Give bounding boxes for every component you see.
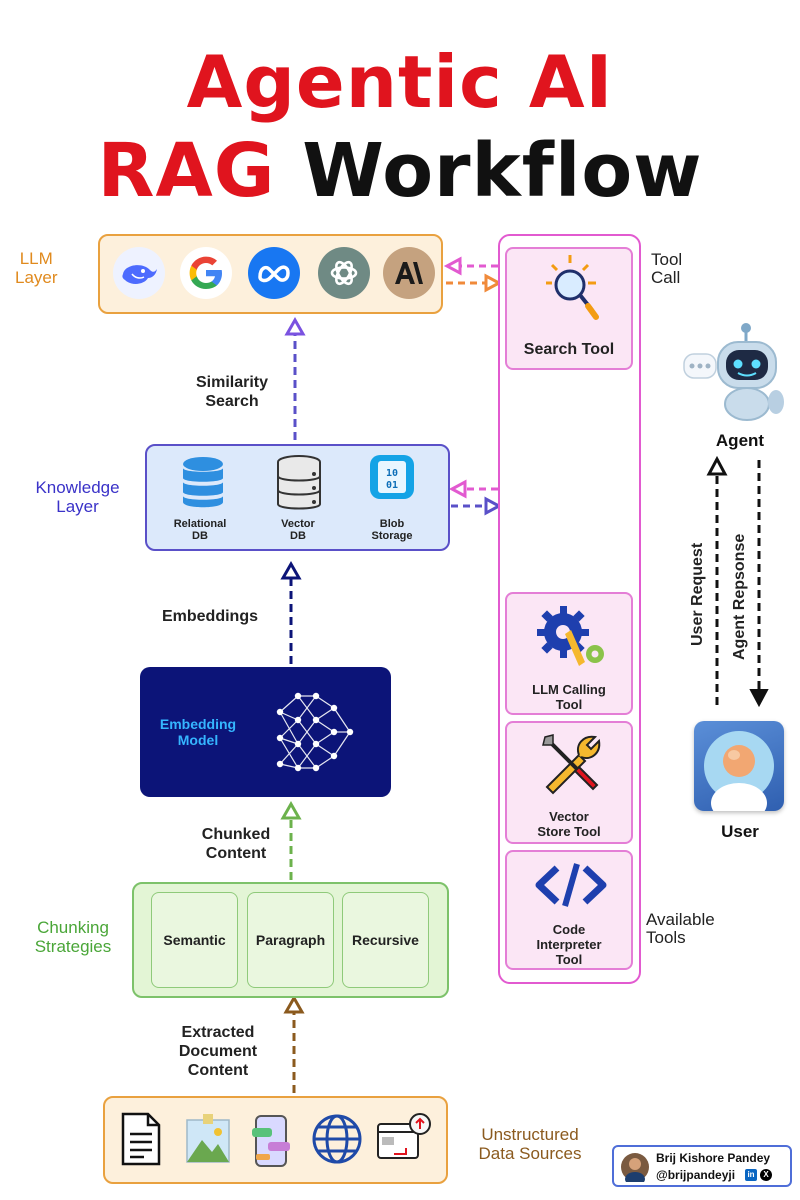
chunk-recursive: Recursive — [342, 892, 429, 988]
svg-text:10: 10 — [386, 468, 398, 479]
chunked-content-line2: Content — [205, 845, 267, 862]
extracted-content-line3: Content — [187, 1062, 249, 1079]
vector-store-tool-label-line1: Vector — [549, 809, 589, 824]
vector-db-label: Vector DB — [258, 518, 338, 542]
tool-call-label-line2: Call — [651, 268, 681, 287]
available-tools-label: Available Tools — [646, 911, 715, 947]
knowledge-layer-label-line2: Layer — [56, 497, 99, 516]
vector-db-icon — [277, 455, 321, 510]
relational-db-label-line2: DB — [192, 530, 208, 542]
linkedin-icon[interactable]: in — [745, 1169, 757, 1181]
title-line-1: Agentic AI — [186, 40, 614, 124]
llm-calling-tool-label-line1: LLM Calling — [532, 682, 606, 697]
relational-db-label: Relational DB — [160, 518, 240, 542]
blob-storage-label-line2: Storage — [371, 530, 413, 542]
agent-response-label: Agent Repsonse — [731, 533, 748, 660]
gear-wrench-icon — [537, 606, 604, 666]
x-icon[interactable]: X — [760, 1169, 772, 1181]
chunking-label-line1: Chunking — [37, 918, 109, 937]
tool-call-label-line1: Tool — [651, 250, 683, 269]
chunk-paragraph: Paragraph — [247, 892, 334, 988]
globe-icon — [312, 1114, 362, 1164]
agent-label: Agent — [715, 431, 765, 450]
user-avatar-icon — [704, 731, 774, 823]
extracted-content-label: Extracted Document Content — [158, 1023, 278, 1080]
openai-icon — [318, 247, 370, 299]
llm-calling-tool-label-line2: Tool — [555, 697, 583, 712]
available-tools-label-line1: Available — [646, 910, 715, 929]
knowledge-layer-label-line1: Knowledge — [35, 478, 120, 497]
author-avatar — [621, 1153, 649, 1182]
embedding-model-label-line1: Embedding — [159, 716, 237, 732]
available-tools-label-line2: Tools — [646, 928, 686, 947]
relational-db-icon — [183, 457, 223, 508]
vector-db-label-line1: Vector — [281, 518, 315, 530]
search-tool-card[interactable]: Search Tool — [505, 247, 633, 370]
image-icon — [186, 1114, 230, 1163]
user-request-label: User Request — [689, 542, 706, 646]
search-magnifier-icon — [546, 255, 599, 320]
vector-store-tool-label-line2: Store Tool — [537, 824, 601, 839]
data-sources-label: Unstructured Data Sources — [465, 1125, 595, 1163]
data-sources-label-line2: Data Sources — [478, 1144, 582, 1163]
title-line-2: RAG Workflow — [0, 128, 800, 214]
neural-network-icon — [276, 692, 354, 772]
llm-layer-label-line2: Layer — [15, 268, 58, 287]
embedding-model-label: Embedding Model — [148, 716, 248, 748]
author-name: Brij Kishore Pandey — [656, 1151, 771, 1165]
title-rag: RAG — [97, 128, 276, 214]
chunking-label: Chunking Strategies — [18, 918, 128, 956]
code-interpreter-tool-label: Code Interpreter Tool — [507, 922, 631, 967]
code-interpreter-tool-card[interactable]: Code Interpreter Tool — [505, 850, 633, 970]
knowledge-layer-label: Knowledge Layer — [20, 478, 135, 516]
robot-agent-icon — [683, 323, 784, 421]
chat-app-icon — [252, 1115, 290, 1167]
embedding-model-label-line2: Model — [177, 732, 219, 748]
wrench-screwdriver-icon — [542, 734, 601, 795]
vector-db-label-line2: DB — [290, 530, 306, 542]
similarity-line2: Search — [205, 393, 259, 410]
svg-text:01: 01 — [386, 480, 398, 491]
meta-icon — [248, 247, 300, 299]
similarity-line1: Similarity — [195, 374, 269, 391]
blob-storage-icon: 10 01 — [370, 455, 414, 499]
chunked-content-label: Chunked Content — [176, 825, 296, 863]
search-tool-label: Search Tool — [523, 341, 615, 358]
blob-storage-label: Blob Storage — [352, 518, 432, 542]
code-brackets-icon — [535, 863, 607, 907]
similarity-search-label: Similarity Search — [172, 373, 292, 411]
vector-store-tool-label: Vector Store Tool — [507, 809, 631, 839]
user-avatar — [694, 721, 784, 823]
user-label: User — [721, 822, 759, 841]
llm-layer-label: LLM Layer — [15, 249, 58, 287]
extracted-content-line2: Document — [178, 1043, 258, 1060]
blob-storage-label-line1: Blob — [379, 518, 405, 530]
tool-call-label: Tool Call — [651, 251, 682, 287]
upload-window-icon — [377, 1113, 431, 1159]
author-handle: @brijpandeyji — [656, 1168, 736, 1182]
google-icon — [180, 247, 232, 299]
llm-layer-label-line1: LLM — [19, 249, 53, 268]
code-interpreter-tool-label-line3: Tool — [555, 952, 583, 967]
extracted-content-line1: Extracted — [181, 1024, 255, 1041]
deepseek-icon — [113, 247, 165, 299]
chunked-content-line1: Chunked — [201, 826, 271, 843]
title-workflow: Workflow — [302, 128, 703, 214]
document-icon — [121, 1112, 161, 1166]
chunk-semantic: Semantic — [151, 892, 238, 988]
llm-calling-tool-card[interactable]: LLM Calling Tool — [505, 592, 633, 715]
chunking-label-line2: Strategies — [34, 937, 112, 956]
relational-db-label-line1: Relational — [173, 518, 227, 530]
data-sources-label-line1: Unstructured — [481, 1125, 579, 1144]
vector-store-tool-card[interactable]: Vector Store Tool — [505, 721, 633, 844]
embeddings-label: Embeddings — [161, 608, 258, 625]
anthropic-icon — [383, 247, 435, 299]
author-card: Brij Kishore Pandey @brijpandeyji in X — [612, 1145, 792, 1187]
code-interpreter-tool-label-line1: Code — [552, 922, 586, 937]
llm-calling-tool-label: LLM Calling Tool — [507, 682, 631, 712]
code-interpreter-tool-label-line2: Interpreter — [536, 937, 602, 952]
